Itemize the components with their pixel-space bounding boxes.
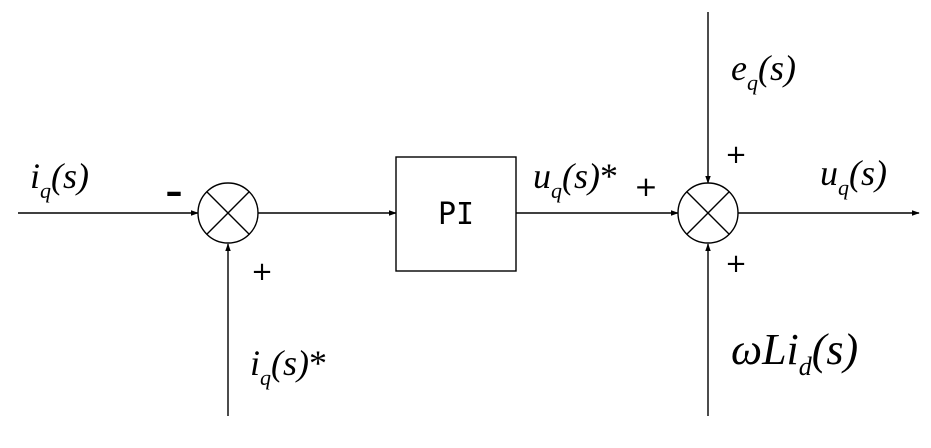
summing-junction-1: [197, 182, 259, 244]
uq-pi-output-label: uq(s)*: [533, 156, 618, 203]
sum2-top-plus-sign: +: [725, 140, 747, 170]
eq-feedforward-label: eq(s): [731, 48, 796, 95]
pi-block-label: PI: [438, 197, 474, 232]
coupling-term-label: ωLid(s): [731, 325, 858, 381]
uq-output-label: uq(s): [820, 153, 887, 200]
iq-input-label: iq(s): [30, 156, 89, 203]
sum2-left-plus-sign: +: [634, 170, 657, 203]
sum1-minus-sign: –: [166, 172, 183, 212]
iq-reference-label: iq(s)*: [250, 343, 327, 390]
sum1-plus-sign: +: [251, 257, 273, 287]
sum2-bottom-plus-sign: +: [725, 249, 747, 279]
pi-controller-block: PI: [395, 156, 517, 272]
summing-junction-2: [677, 182, 739, 244]
